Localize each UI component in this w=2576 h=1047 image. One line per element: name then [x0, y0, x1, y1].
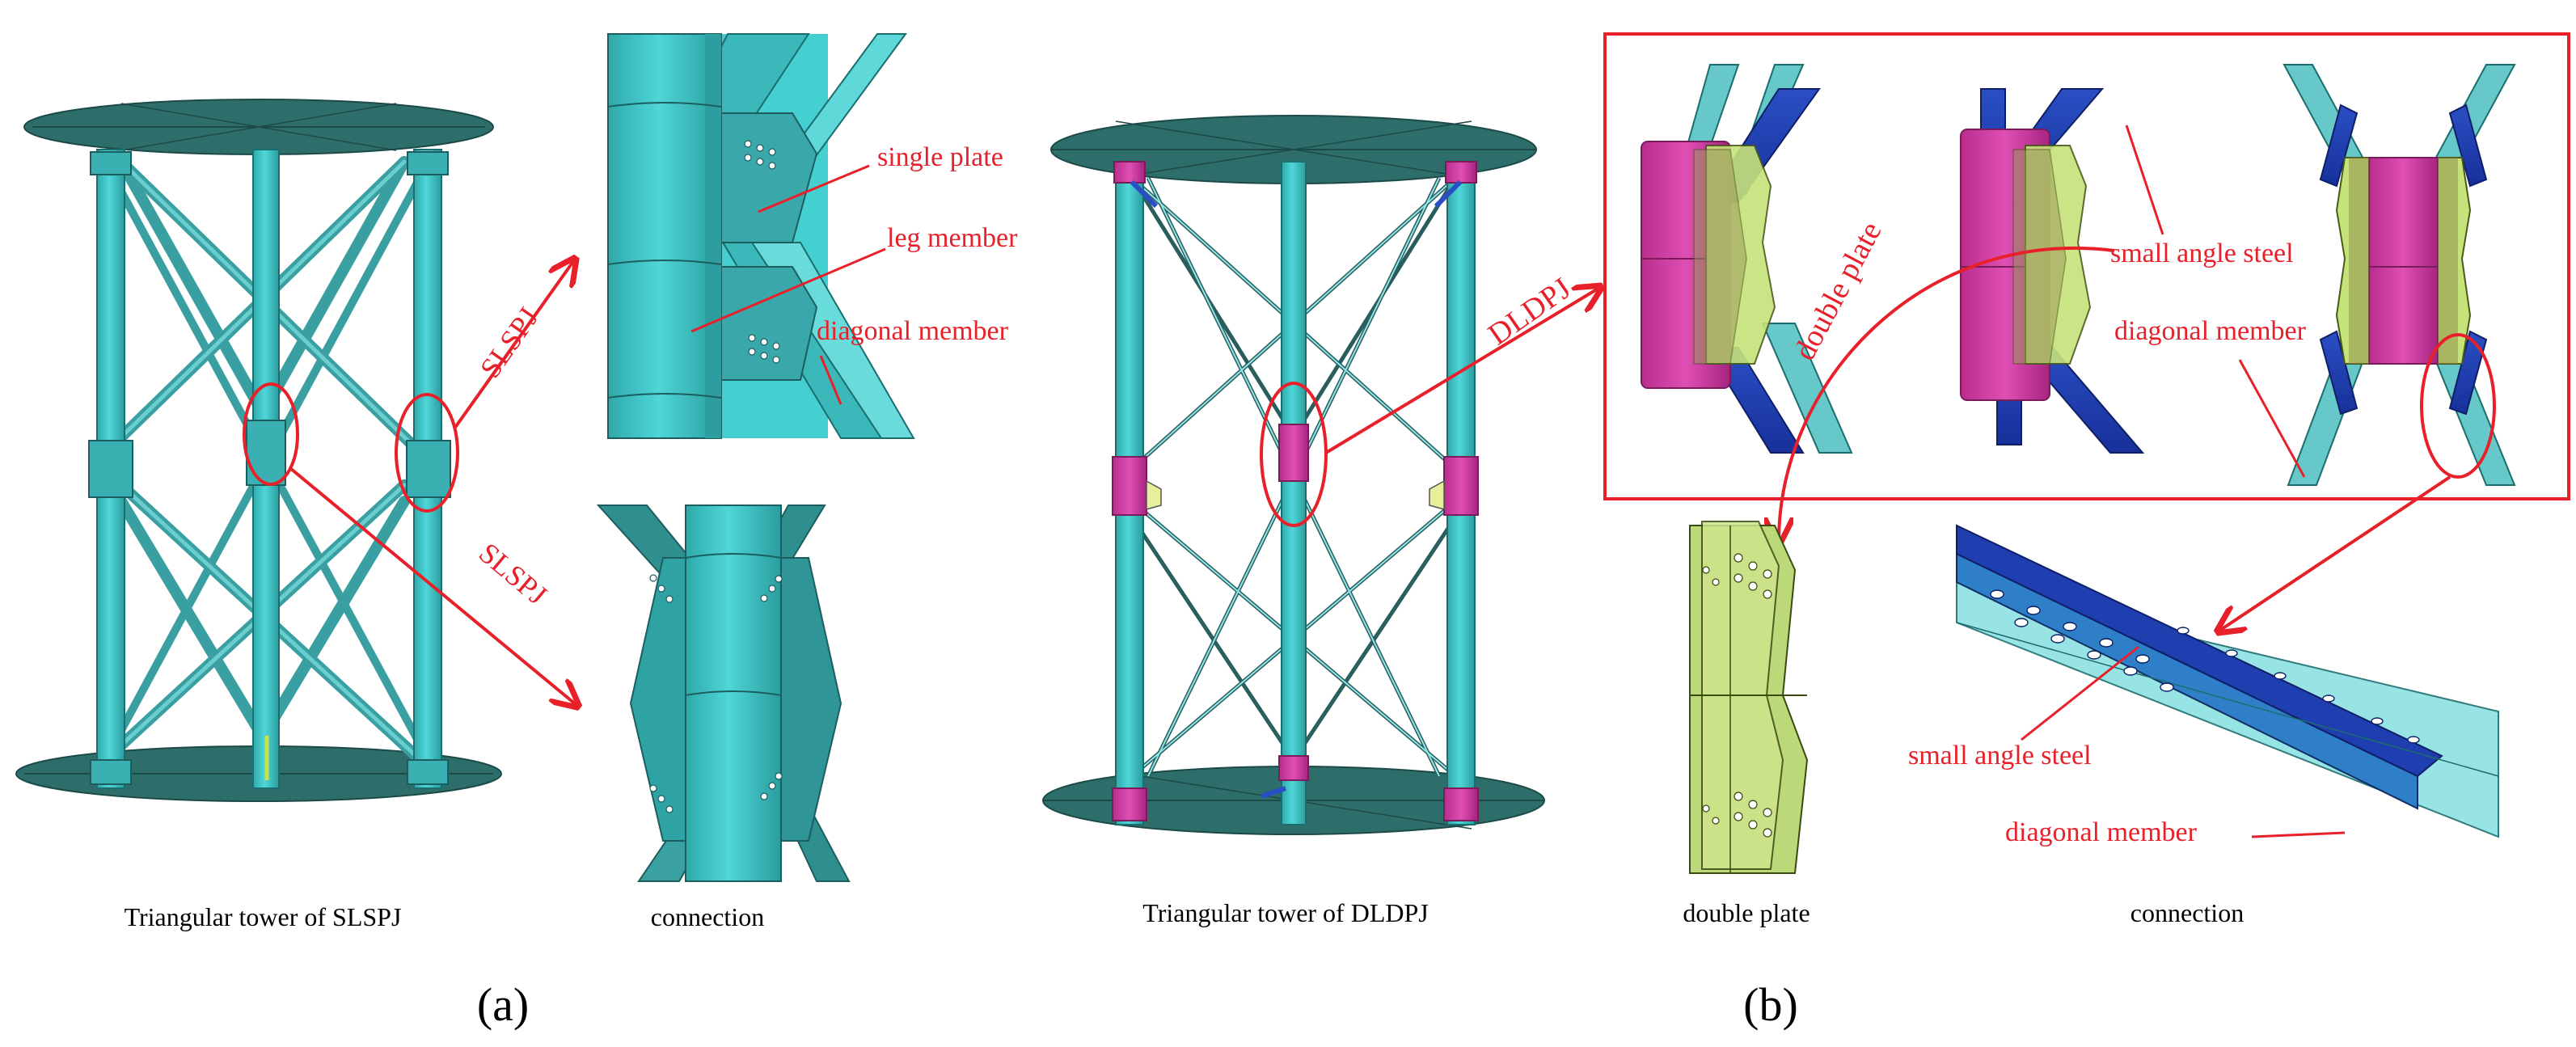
angle-steel-detail: [1956, 524, 2499, 838]
label-diagonal-member-bottom: diagonal member: [2005, 817, 2198, 847]
slspj-tower: [15, 99, 502, 802]
label-single-plate: single plate: [877, 142, 1003, 172]
dldpj-view-1: [1641, 64, 1853, 454]
double-plate-detail: [1689, 521, 1809, 874]
dldpj-tower: [1042, 115, 1545, 835]
slspj-arrow-label-upper: SLSPJ: [474, 302, 545, 384]
panel-label-a: (a): [477, 978, 529, 1031]
dldpj-joint-marker: [1260, 382, 1328, 527]
panel-label-b: (b): [1743, 978, 1798, 1031]
caption-dldpj-tower: Triangular tower of DLDPJ: [1142, 898, 1428, 927]
slspj-side-joint-marker: [395, 393, 459, 513]
caption-slspj-connection: connection: [651, 902, 764, 931]
dldpj-view-2: [1960, 88, 2145, 454]
dldpj-view-3: [2283, 64, 2516, 486]
caption-double-plate: double plate: [1683, 898, 1810, 927]
label-double-plate: double plate: [1788, 217, 1889, 366]
slspj-connection-side: single plate leg member diagonal member: [607, 33, 1018, 439]
dldpj-magenta-joints: [1112, 161, 1479, 821]
caption-slspj-tower: Triangular tower of SLSPJ: [125, 902, 402, 931]
double-plate-arrow: [1779, 246, 2115, 542]
slspj-arrow-lower: [289, 467, 576, 705]
connection-arrow: [2219, 475, 2451, 631]
slspj-arrow-upper: [453, 260, 574, 430]
slspj-middle-joint-marker: [243, 382, 299, 486]
slspj-arrow-label-lower: SLSPJ: [473, 536, 553, 610]
slspj-arrows: [289, 260, 576, 705]
slspj-connection-middle: [596, 505, 851, 882]
detail-leg-member: [607, 33, 722, 439]
dldpj-angle-marker: [2420, 333, 2496, 479]
caption-dldpj-connection: connection: [2130, 898, 2244, 927]
label-small-angle-steel-top: small angle steel: [2110, 239, 2294, 268]
label-small-angle-steel-bottom: small angle steel: [1908, 741, 2092, 770]
detail-highlight-box: [1603, 32, 2570, 500]
label-diagonal-member-top: diagonal member: [2114, 316, 2307, 346]
label-diagonal-member-a: diagonal member: [817, 316, 1009, 346]
label-leg-member: leg member: [887, 223, 1018, 253]
dldpj-arrow: [1324, 288, 1599, 454]
